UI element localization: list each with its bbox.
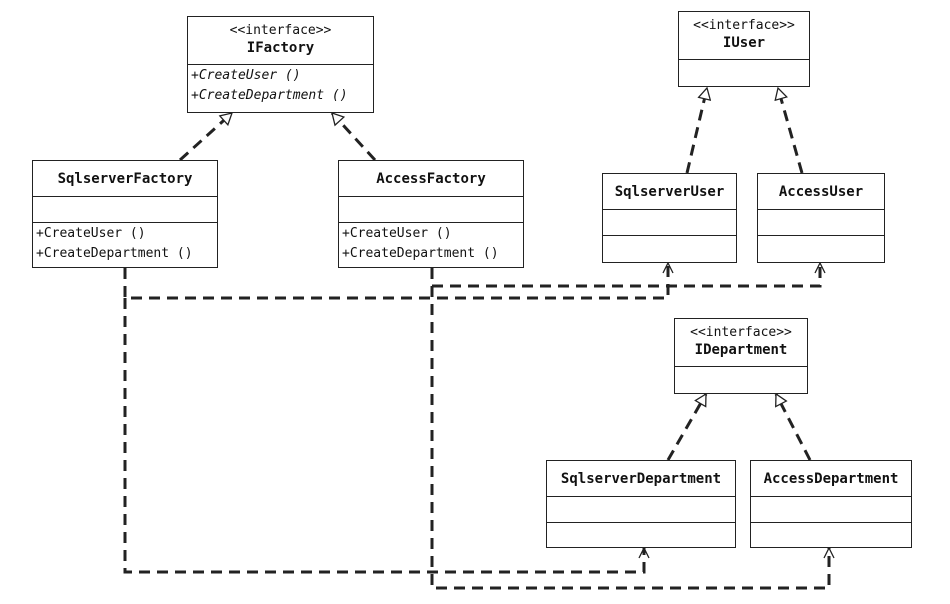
dependency-sqlserverfactory-sqlserverdepartment bbox=[123, 298, 644, 574]
sqlserverfactory-class: SqlserverFactory +CreateUser () +CreateD… bbox=[32, 160, 218, 268]
attributes-compartment bbox=[339, 197, 523, 223]
sqlserveruser-class: SqlserverUser bbox=[602, 173, 737, 263]
ifactory-operations: +CreateUser () +CreateDepartment () bbox=[188, 65, 373, 112]
accessfactory-class: AccessFactory +CreateUser () +CreateDepa… bbox=[338, 160, 524, 268]
attributes-compartment bbox=[751, 497, 911, 523]
realization-accessdepartment-idepartment bbox=[774, 394, 812, 461]
accessfactory-name-compartment: AccessFactory bbox=[339, 161, 523, 197]
iuser-name-compartment: <<interface>> IUser bbox=[679, 12, 809, 60]
class-name: IUser bbox=[722, 35, 766, 51]
stereotype-label: <<interface>> bbox=[229, 23, 332, 38]
stereotype-label: <<interface>> bbox=[693, 18, 795, 33]
operation: +CreateDepartment () bbox=[36, 246, 193, 261]
realization-sqlserverfactory-ifactory bbox=[178, 111, 232, 162]
class-name: SqlserverFactory bbox=[57, 170, 193, 187]
accessdepartment-name-compartment: AccessDepartment bbox=[751, 461, 911, 497]
accessfactory-operations: +CreateUser () +CreateDepartment () bbox=[339, 223, 523, 267]
sqlserverdepartment-class: SqlserverDepartment bbox=[546, 460, 736, 548]
sqlserverfactory-operations: +CreateUser () +CreateDepartment () bbox=[33, 223, 217, 267]
idepartment-interface: <<interface>> IDepartment bbox=[674, 318, 808, 394]
class-name: IDepartment bbox=[694, 342, 788, 358]
class-name: AccessUser bbox=[778, 183, 864, 200]
operations-compartment bbox=[751, 523, 911, 547]
sqlserverfactory-name-compartment: SqlserverFactory bbox=[33, 161, 217, 197]
class-name: AccessDepartment bbox=[763, 470, 899, 487]
attributes-compartment bbox=[603, 210, 736, 236]
accessuser-name-compartment: AccessUser bbox=[758, 174, 884, 210]
attributes-compartment bbox=[33, 197, 217, 223]
realization-accessuser-iuser bbox=[778, 88, 804, 174]
sqlserveruser-name-compartment: SqlserverUser bbox=[603, 174, 736, 210]
operation: +CreateUser () bbox=[342, 226, 452, 241]
operations-compartment bbox=[603, 236, 736, 262]
operation: +CreateDepartment () bbox=[342, 246, 499, 261]
realization-sqlserveruser-iuser bbox=[685, 88, 707, 174]
class-name: SqlserverDepartment bbox=[560, 470, 722, 487]
operation: +CreateUser () bbox=[36, 226, 146, 241]
realization-accessfactory-ifactory bbox=[330, 111, 377, 162]
dependency-accessfactory-accessuser bbox=[430, 263, 820, 288]
operation: +CreateUser () bbox=[191, 68, 301, 83]
iuser-interface: <<interface>> IUser bbox=[678, 11, 810, 87]
attributes-compartment bbox=[758, 210, 884, 236]
ifactory-interface: <<interface>> IFactory +CreateUser () +C… bbox=[187, 16, 374, 113]
iuser-operations bbox=[679, 60, 809, 86]
class-name: SqlserverUser bbox=[614, 183, 725, 200]
idepartment-name-compartment: <<interface>> IDepartment bbox=[675, 319, 807, 367]
ifactory-name-compartment: <<interface>> IFactory bbox=[188, 17, 373, 65]
operations-compartment bbox=[547, 523, 735, 547]
dependency-accessfactory-accessdepartment bbox=[430, 286, 829, 590]
sqlserverdepartment-name-compartment: SqlserverDepartment bbox=[547, 461, 735, 497]
realization-sqlserverdepartment-idepartment bbox=[666, 394, 708, 461]
class-name: AccessFactory bbox=[376, 170, 486, 187]
operations-compartment bbox=[758, 236, 884, 262]
operation: +CreateDepartment () bbox=[191, 88, 348, 103]
stereotype-label: <<interface>> bbox=[690, 325, 792, 340]
dependency-sqlserverfactory-sqlserveruser bbox=[123, 263, 668, 300]
idepartment-operations bbox=[675, 367, 807, 393]
attributes-compartment bbox=[547, 497, 735, 523]
accessuser-class: AccessUser bbox=[757, 173, 885, 263]
class-name: IFactory bbox=[246, 40, 315, 56]
accessdepartment-class: AccessDepartment bbox=[750, 460, 912, 548]
